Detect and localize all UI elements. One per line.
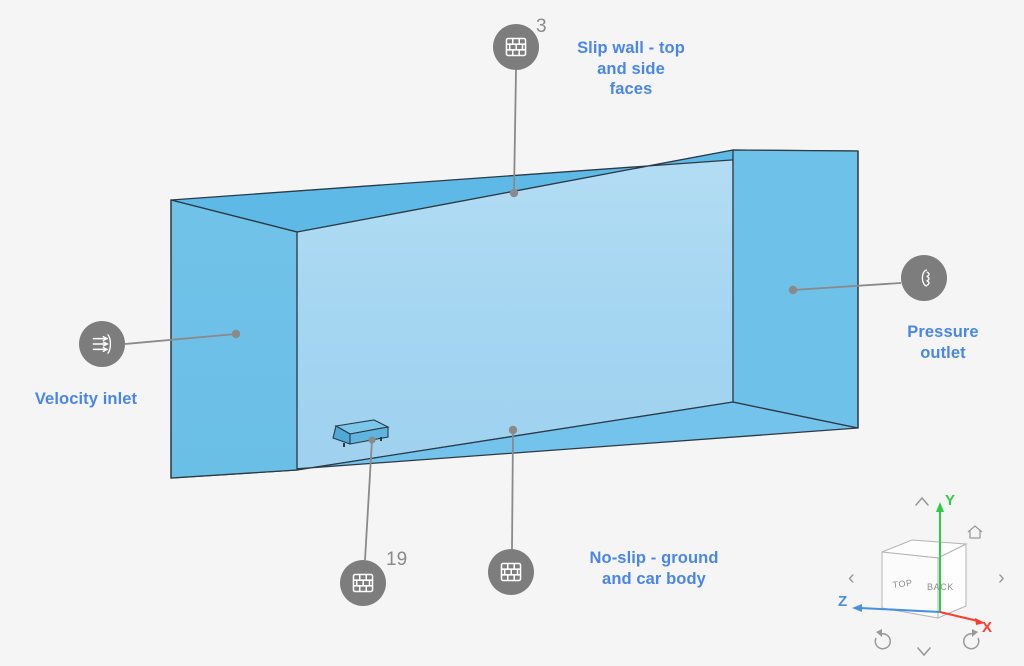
label-slip-wall: Slip wall - top and side faces <box>577 39 685 99</box>
brick-wall-icon <box>350 570 376 596</box>
pressure-outlet-icon <box>911 265 937 291</box>
anchor-slip-wall <box>509 188 519 198</box>
label-velocity-inlet: Velocity inlet <box>34 390 138 408</box>
brick-wall-icon <box>498 559 524 585</box>
leader-ground <box>511 429 514 550</box>
chevron-up-icon[interactable] <box>915 496 929 506</box>
anchor-pressure-outlet <box>788 285 798 295</box>
home-icon[interactable] <box>967 525 983 539</box>
anchor-ground <box>508 425 518 435</box>
rotate-cw-icon[interactable] <box>963 629 980 650</box>
badge-slip-wall: 3 <box>536 16 547 37</box>
label-pressure-outlet: Pressure outlet <box>907 323 979 362</box>
axis-x: X <box>939 610 992 636</box>
chevron-right-icon[interactable]: › <box>998 567 1005 589</box>
car-body-geometry[interactable] <box>332 419 390 447</box>
chevron-left-icon[interactable]: ‹ <box>848 567 855 589</box>
view-orientation-cube[interactable]: ‹ › TOP BACK Y X <box>830 482 1024 666</box>
cube-front-face[interactable] <box>937 543 967 619</box>
leader-velocity-inlet <box>124 333 237 345</box>
svg-text:Z: Z <box>838 593 847 610</box>
marker-no-slip-car-body[interactable] <box>340 560 386 606</box>
leader-car-body <box>364 439 373 561</box>
marker-slip-wall[interactable] <box>493 24 539 70</box>
anchor-car-body <box>368 436 376 444</box>
marker-velocity-inlet[interactable] <box>79 321 125 367</box>
chevron-down-icon[interactable] <box>917 647 931 657</box>
velocity-inlet-icon <box>88 330 116 358</box>
svg-text:Y: Y <box>945 492 955 509</box>
axis-y: Y <box>936 492 955 612</box>
cube-label-top: TOP <box>892 578 913 590</box>
label-no-slip-ground: No-slip - ground and car body <box>589 549 719 588</box>
rotate-ccw-icon[interactable] <box>874 629 891 650</box>
annotation-leaders <box>124 69 902 561</box>
car-body-front <box>349 426 389 445</box>
brick-wall-icon <box>503 34 529 60</box>
badge-no-slip-car-body: 19 <box>386 549 408 570</box>
axis-z: Z <box>838 593 941 614</box>
anchor-velocity-inlet <box>231 329 241 339</box>
marker-no-slip-ground[interactable] <box>488 549 534 595</box>
svg-text:X: X <box>982 619 992 636</box>
annotation-anchors <box>231 188 798 444</box>
cube-geometry[interactable]: TOP BACK <box>881 539 968 619</box>
marker-pressure-outlet[interactable] <box>901 255 947 301</box>
leader-pressure-outlet <box>792 282 902 291</box>
leader-slip-wall <box>513 69 517 194</box>
